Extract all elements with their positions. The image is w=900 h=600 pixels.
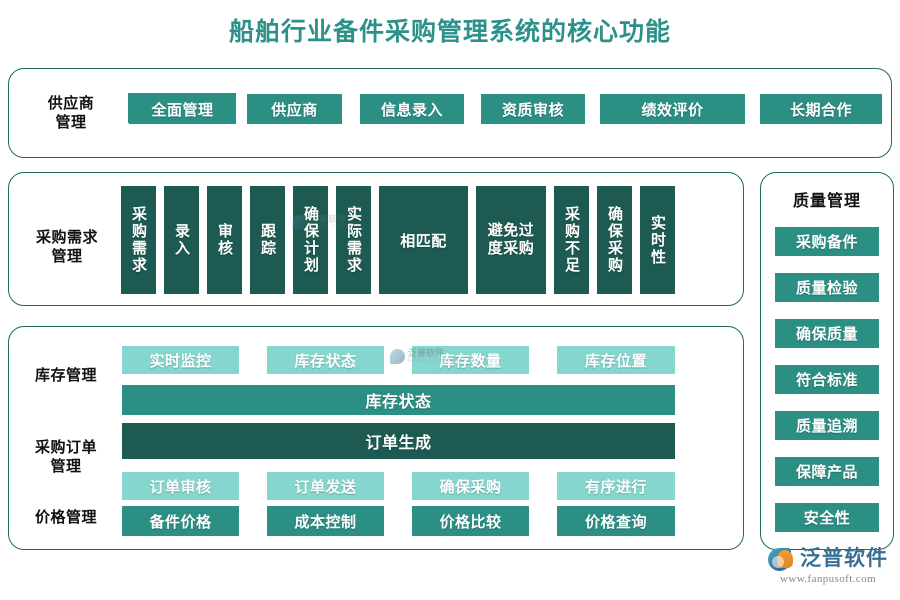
inventory-chip-3[interactable]: 库存位置 <box>557 346 675 374</box>
quality-chip-0[interactable]: 采购备件 <box>775 227 879 256</box>
quality-chip-6[interactable]: 安全性 <box>775 503 879 532</box>
procurement-demand-card <box>8 172 744 306</box>
price-management-label: 价格管理 <box>34 509 97 526</box>
procurement-demand-label: 采购需求 管理 <box>35 229 98 265</box>
demand-chip-4[interactable]: 确保计划 <box>293 186 328 294</box>
demand-chip-10[interactable]: 实时性 <box>640 186 675 294</box>
supplier-chip-2[interactable]: 信息录入 <box>360 94 464 124</box>
purchase-order-management-label: 采购订单 管理 <box>34 439 97 475</box>
demand-chip-8[interactable]: 采购不足 <box>554 186 589 294</box>
demand-chip-5[interactable]: 实际需求 <box>336 186 371 294</box>
supplier-chip-1[interactable]: 供应商 <box>247 94 342 124</box>
price-chip-3[interactable]: 价格查询 <box>557 506 675 536</box>
order-chip-3[interactable]: 有序进行 <box>557 472 675 500</box>
price-chip-0[interactable]: 备件价格 <box>122 506 239 536</box>
brand-logo: 泛普软件 www.fanpusoft.com <box>762 541 894 591</box>
quality-chip-1[interactable]: 质量检验 <box>775 273 879 302</box>
demand-chip-6[interactable]: 相匹配 <box>379 186 468 294</box>
quality-chip-5[interactable]: 保障产品 <box>775 457 879 486</box>
supplier-chip-3[interactable]: 资质审核 <box>481 94 585 124</box>
quality-chip-3[interactable]: 符合标准 <box>775 365 879 394</box>
order-chip-1[interactable]: 订单发送 <box>267 472 384 500</box>
demand-chip-0[interactable]: 采购需求 <box>121 186 156 294</box>
order-chip-2[interactable]: 确保采购 <box>412 472 529 500</box>
order-chip-0[interactable]: 订单审核 <box>122 472 239 500</box>
demand-chip-7[interactable]: 避免过 度采购 <box>476 186 546 294</box>
price-chip-1[interactable]: 成本控制 <box>267 506 384 536</box>
supplier-chip-0[interactable]: 全面管理 <box>129 94 236 124</box>
quality-chip-2[interactable]: 确保质量 <box>775 319 879 348</box>
quality-chip-4[interactable]: 质量追溯 <box>775 411 879 440</box>
demand-chip-9[interactable]: 确保采购 <box>597 186 632 294</box>
inventory-chip-1[interactable]: 库存状态 <box>267 346 384 374</box>
price-chip-2[interactable]: 价格比较 <box>412 506 529 536</box>
inventory-management-label: 库存管理 <box>34 367 97 384</box>
demand-chip-2[interactable]: 审核 <box>207 186 242 294</box>
demand-chip-3[interactable]: 跟踪 <box>250 186 285 294</box>
inventory-chip-0[interactable]: 实时监控 <box>122 346 239 374</box>
brand-name: 泛普软件 <box>800 547 888 570</box>
page-title: 船舶行业备件采购管理系统的核心功能 <box>228 18 671 46</box>
supplier-chip-5[interactable]: 长期合作 <box>760 94 882 124</box>
quality-management-title: 质量管理 <box>792 193 861 210</box>
fanpu-logo-icon <box>768 547 795 572</box>
brand-url: www.fanpusoft.com <box>780 572 876 585</box>
inventory-chip-2[interactable]: 库存数量 <box>412 346 529 374</box>
supplier-chip-4[interactable]: 绩效评价 <box>600 94 745 124</box>
order-generation-bar[interactable]: 订单生成 <box>122 423 675 459</box>
supplier-management-label: 供应商 管理 <box>47 95 95 131</box>
brand-logo-row: 泛普软件 <box>768 547 888 572</box>
inventory-status-bar[interactable]: 库存状态 <box>122 385 675 415</box>
demand-chip-1[interactable]: 录入 <box>164 186 199 294</box>
